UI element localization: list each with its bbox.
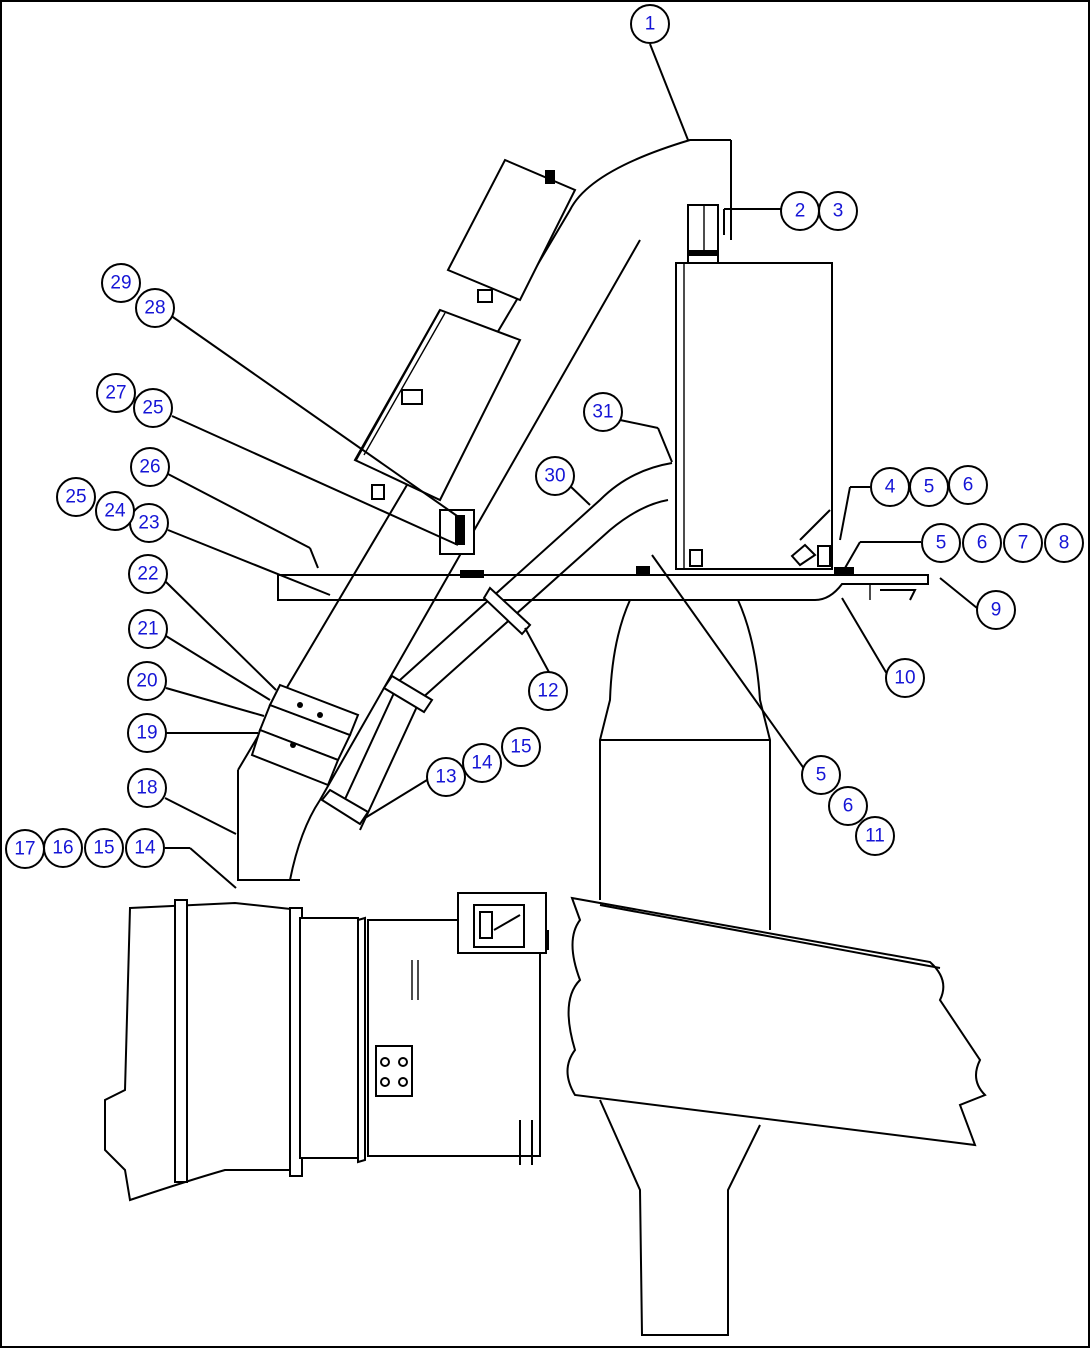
callout-16: 16 <box>43 828 83 868</box>
svg-text:5: 5 <box>924 477 935 498</box>
svg-text:13: 13 <box>435 767 456 788</box>
callout-22: 22 <box>128 554 168 594</box>
canister <box>675 140 833 570</box>
svg-text:22: 22 <box>137 564 158 585</box>
callout-15: 15 <box>501 727 541 767</box>
callout-7: 7 <box>1003 523 1043 563</box>
callout-19: 19 <box>127 713 167 753</box>
callout-12: 12 <box>528 671 568 711</box>
callout-6: 6 <box>948 465 988 505</box>
svg-text:5: 5 <box>816 765 827 786</box>
mounting-bar <box>277 567 929 601</box>
callout-4: 4 <box>870 467 910 507</box>
small-bracket <box>790 509 831 567</box>
svg-text:6: 6 <box>963 475 974 496</box>
svg-text:1: 1 <box>645 14 656 35</box>
svg-text:21: 21 <box>137 619 158 640</box>
callout-10: 10 <box>885 658 925 698</box>
svg-text:23: 23 <box>138 513 159 534</box>
svg-text:26: 26 <box>139 457 160 478</box>
callout-15: 15 <box>84 828 124 868</box>
svg-text:17: 17 <box>14 839 35 860</box>
svg-text:2: 2 <box>795 201 806 222</box>
svg-text:7: 7 <box>1018 533 1029 554</box>
callout-6: 6 <box>962 523 1002 563</box>
svg-text:30: 30 <box>544 466 565 487</box>
tube-clamp-plates <box>250 683 360 787</box>
callout-11: 11 <box>855 816 895 856</box>
svg-text:8: 8 <box>1059 533 1070 554</box>
svg-text:11: 11 <box>865 826 885 847</box>
upper-box <box>353 158 577 555</box>
callout-17: 17 <box>5 829 45 869</box>
callout-24: 24 <box>95 491 135 531</box>
callout-25: 25 <box>133 388 173 428</box>
lower-housing <box>104 892 549 1202</box>
callout-8: 8 <box>1044 523 1084 563</box>
callout-9: 9 <box>976 590 1016 630</box>
svg-text:25: 25 <box>65 487 86 508</box>
callout-30: 30 <box>535 456 575 496</box>
svg-text:31: 31 <box>592 402 613 423</box>
callout-21: 21 <box>128 609 168 649</box>
small-hose <box>320 462 673 831</box>
svg-text:19: 19 <box>136 723 157 744</box>
callout-3: 3 <box>818 191 858 231</box>
svg-text:27: 27 <box>105 383 126 404</box>
support-column <box>599 566 771 930</box>
svg-text:16: 16 <box>52 838 73 859</box>
callout-2: 2 <box>780 191 820 231</box>
svg-text:4: 4 <box>885 477 896 498</box>
svg-text:28: 28 <box>144 298 165 319</box>
svg-text:5: 5 <box>936 533 947 554</box>
callout-13: 13 <box>426 757 466 797</box>
svg-text:12: 12 <box>537 681 558 702</box>
svg-text:6: 6 <box>977 533 988 554</box>
svg-text:14: 14 <box>471 753 493 774</box>
svg-text:9: 9 <box>991 600 1002 621</box>
callout-23: 23 <box>129 503 169 543</box>
svg-text:29: 29 <box>110 273 131 294</box>
callout-25: 25 <box>56 477 96 517</box>
callout-20: 20 <box>127 661 167 701</box>
leader-lines <box>164 43 978 889</box>
callout-6: 6 <box>828 786 868 826</box>
frame-beam <box>566 896 987 1336</box>
callout-28: 28 <box>135 288 175 328</box>
svg-text:18: 18 <box>136 778 157 799</box>
callout-5: 5 <box>801 755 841 795</box>
callout-18: 18 <box>127 768 167 808</box>
callout-31: 31 <box>583 392 623 432</box>
callout-26: 26 <box>130 447 170 487</box>
svg-text:10: 10 <box>894 668 915 689</box>
svg-text:15: 15 <box>510 737 531 758</box>
svg-text:14: 14 <box>134 838 156 859</box>
svg-text:3: 3 <box>833 201 844 222</box>
callout-1: 1 <box>630 4 670 44</box>
svg-text:25: 25 <box>142 398 163 419</box>
svg-text:24: 24 <box>104 501 126 522</box>
callout-14: 14 <box>462 743 502 783</box>
svg-text:20: 20 <box>136 671 157 692</box>
svg-text:15: 15 <box>93 838 114 859</box>
callouts: 1 2 3 4 5 6 5 6 7 8 9 10 5 6 11 12 13 14… <box>5 4 1084 869</box>
callout-5: 5 <box>921 523 961 563</box>
svg-text:6: 6 <box>843 796 854 817</box>
callout-29: 29 <box>101 263 141 303</box>
callout-5: 5 <box>909 467 949 507</box>
callout-27: 27 <box>96 373 136 413</box>
callout-14: 14 <box>125 828 165 868</box>
